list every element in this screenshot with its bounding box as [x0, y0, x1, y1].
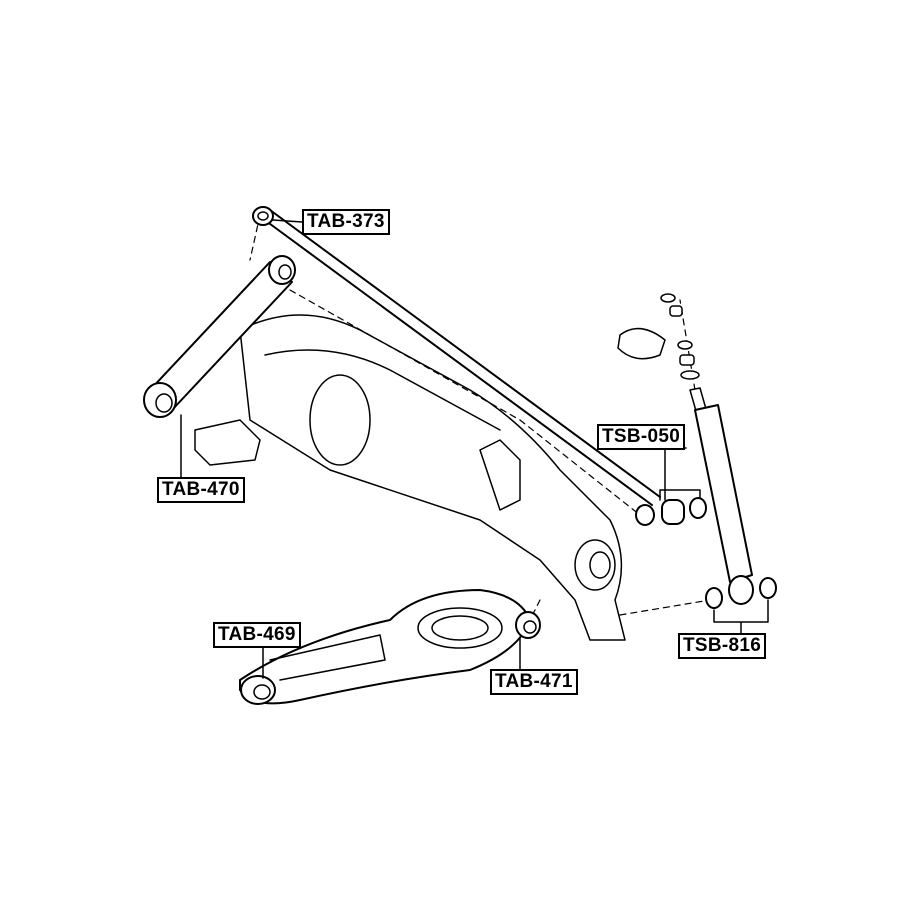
- bump-stop-bracket: [194, 419, 261, 466]
- shock-absorber: [617, 293, 777, 634]
- part-label-tab-471: TAB-471: [490, 669, 578, 695]
- part-label-tab-469: TAB-469: [213, 622, 301, 648]
- lateral-rod: [252, 206, 661, 506]
- part-label-tsb-816: TSB-816: [678, 633, 767, 659]
- guide-lines: [249, 214, 711, 621]
- part-label-tab-470: TAB-470: [157, 477, 245, 503]
- lower-control-arm: [239, 589, 541, 705]
- axle-beam: [239, 314, 626, 641]
- upper-control-arm: [143, 255, 296, 479]
- part-label-tsb-050: TSB-050: [597, 424, 686, 450]
- rod-bushings: [635, 447, 707, 526]
- part-label-tab-373: TAB-373: [302, 209, 390, 235]
